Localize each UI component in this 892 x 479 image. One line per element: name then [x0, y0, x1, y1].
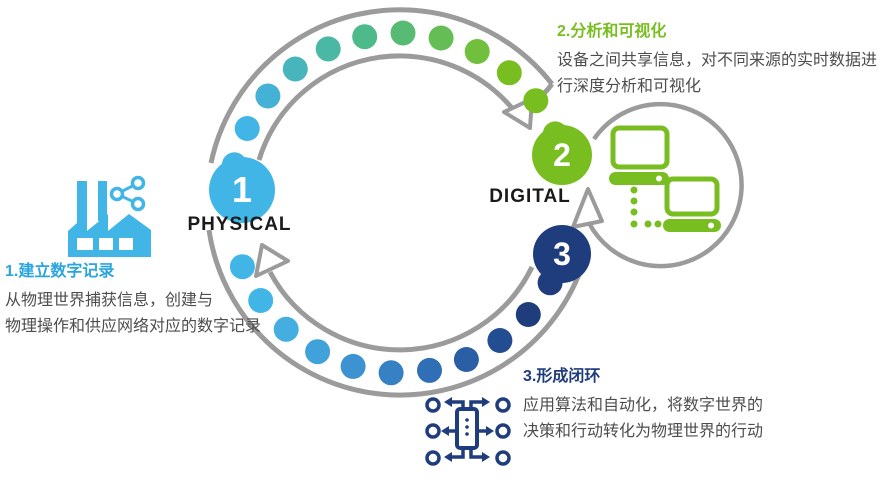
bottom-band-outer-arc: [206, 229, 584, 398]
step-2-line1: 设备之间共享信息，对不同来源的实时数据进: [557, 52, 878, 69]
physical-label: PHYSICAL: [187, 214, 292, 235]
top-band-outer-arc: [208, 7, 554, 164]
ring-dot: [390, 20, 416, 46]
ring-dot: [305, 339, 331, 365]
step-2-annotation: 2.分析和可视化 设备之间共享信息，对不同来源的实时数据进 行深度分析和可视化: [557, 22, 877, 100]
step-3-line1: 应用算法和自动化，将数字世界的: [523, 397, 764, 414]
stage-2-circle: 2: [532, 125, 592, 185]
bottom-band-inner-arc: [267, 265, 535, 353]
ring-dot: [378, 360, 404, 386]
dotted-link-icon: [630, 186, 662, 228]
ring-dot: [234, 116, 260, 141]
step-1-line2: 物理操作和供应网络对应的数字记录: [5, 318, 262, 335]
ring-dot: [515, 302, 541, 327]
ring-dot: [453, 347, 479, 372]
ring-dot: [282, 56, 308, 82]
factory-icon: [68, 181, 151, 257]
top-band-inner-arc: [256, 53, 526, 161]
ring-dot: [352, 24, 378, 50]
step-3-heading: 3.形成闭环: [523, 368, 601, 385]
step-1-annotation: 1.建立数字记录 从物理世界捕获信息，创建与 物理操作和供应网络对应的数字记录: [5, 262, 261, 340]
step-3-annotation: 3.形成闭环 应用算法和自动化，将数字世界的 决策和行动转化为物理世界的行动: [523, 367, 763, 445]
ring-dot: [428, 25, 454, 51]
step-2-heading: 2.分析和可视化: [557, 23, 667, 40]
stage-2-number: 2: [553, 136, 571, 173]
ring-dot: [487, 328, 513, 353]
ring-dot: [229, 254, 255, 280]
ring-dot: [315, 36, 341, 62]
ring-dot: [273, 316, 299, 342]
stage-3-number: 3: [553, 235, 571, 272]
automation-hub-icon: [425, 397, 511, 466]
digital-small-circle-arc: [587, 101, 744, 269]
ring-dot: [255, 83, 281, 109]
ring-dot: [464, 39, 490, 64]
ring-dot: [417, 357, 442, 383]
step-3-line2: 决策和行动转化为物理世界的行动: [523, 423, 764, 440]
share-icon: [109, 175, 146, 212]
step-2-line2: 行深度分析和可视化: [557, 78, 702, 95]
stage-1-number: 1: [231, 169, 253, 210]
step-1-line1: 从物理世界捕获信息，创建与: [5, 292, 214, 309]
stage-3-circle: 3: [533, 225, 591, 283]
ring-dot: [248, 288, 274, 313]
ring-dot: [496, 60, 522, 86]
bottom-band-arrowhead: [254, 243, 290, 278]
stage-1-circle: 1: [209, 157, 275, 223]
step-1-heading: 1.建立数字记录: [5, 263, 115, 280]
computers-icon: [609, 125, 721, 232]
digital-label: DIGITAL: [489, 186, 571, 207]
ring-dot: [340, 353, 366, 379]
small-circle-arrowhead: [571, 187, 604, 229]
ring-dot: [523, 88, 549, 114]
